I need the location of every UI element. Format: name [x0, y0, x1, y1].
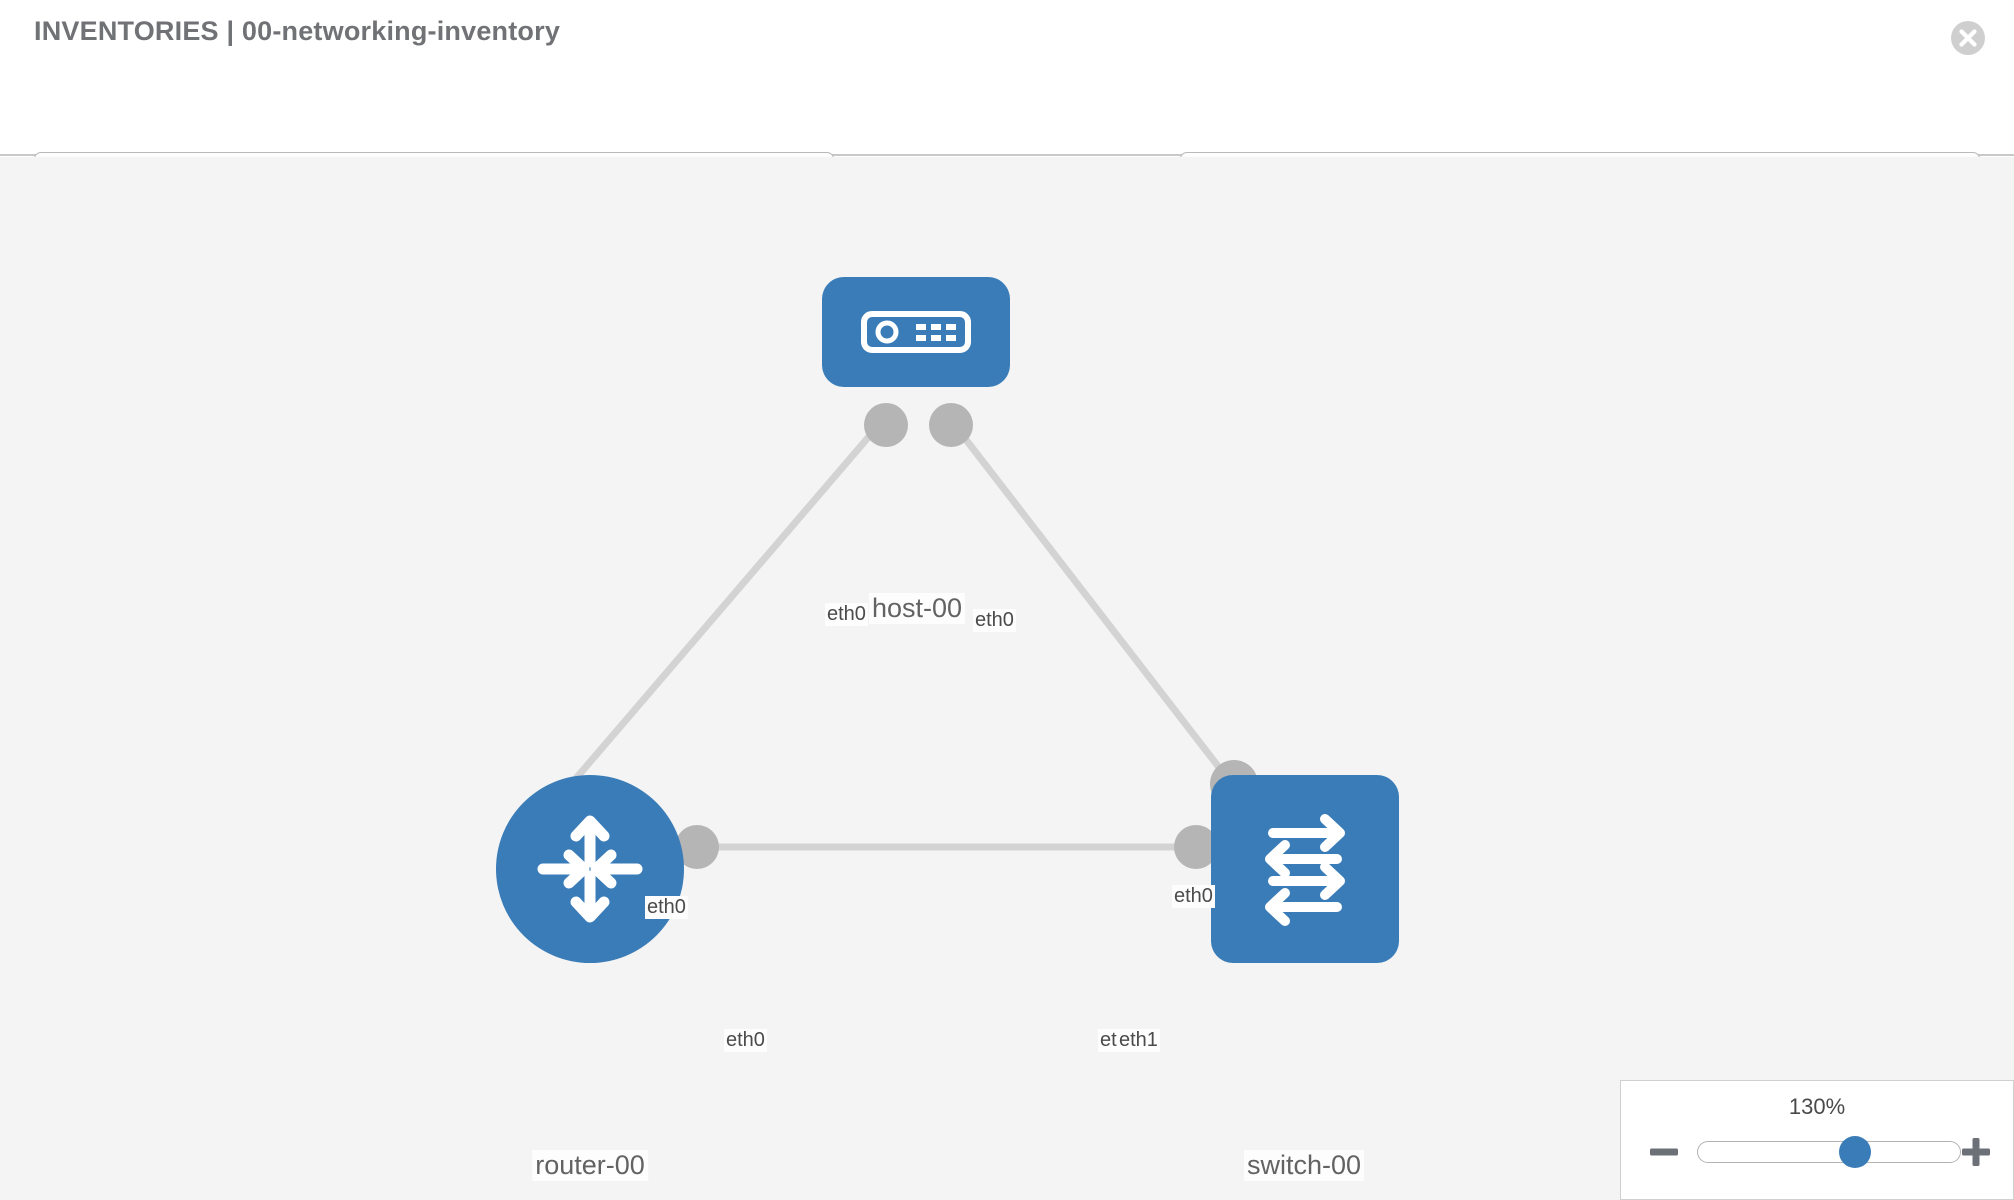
page-title: INVENTORIES | 00-networking-inventory: [34, 16, 561, 46]
toolbar: ACTIONS SEARCH: [0, 68, 2014, 208]
server-icon: [861, 311, 971, 353]
zoom-slider-thumb[interactable]: [1839, 1136, 1872, 1168]
page-header: INVENTORIES | 00-networking-inventory: [0, 0, 2014, 68]
node-host-00[interactable]: [822, 277, 1010, 387]
zoom-control-panel: 130%: [1620, 1080, 2014, 1200]
node-switch-00[interactable]: [1211, 775, 1399, 963]
port-nub[interactable]: [1174, 825, 1218, 869]
close-icon[interactable]: [1950, 20, 1986, 56]
zoom-slider[interactable]: [1697, 1136, 1961, 1168]
node-router-00[interactable]: [496, 775, 684, 963]
port-nub[interactable]: [864, 403, 908, 447]
edge-label-router-right: eth0: [724, 1029, 767, 1052]
zoom-level-label: 130%: [1788, 1094, 1846, 1119]
edge-label-switch-left-b: eth1: [1117, 1029, 1160, 1052]
edge-label-switch-up: eth0: [1172, 885, 1215, 908]
topology-canvas[interactable]: eth0 host-00 eth0 eth0 eth0 eth0 eth eth…: [0, 157, 2014, 1200]
zoom-in-button[interactable]: [1959, 1135, 1993, 1169]
zoom-out-button[interactable]: [1647, 1135, 1681, 1169]
node-label-switch-00: switch-00: [1243, 1150, 1365, 1181]
link-host-switch[interactable]: [947, 416, 1241, 795]
link-router-host[interactable]: [557, 416, 887, 800]
edge-label-host-right: eth0: [973, 609, 1016, 632]
edge-label-router-up: eth0: [645, 896, 688, 919]
port-nub[interactable]: [929, 403, 973, 447]
node-label-router-00: router-00: [532, 1150, 648, 1181]
switch-arrows-icon: [1265, 814, 1345, 926]
node-label-host-00: host-00: [868, 593, 966, 624]
router-arrows-icon: [537, 815, 643, 923]
port-nub[interactable]: [675, 825, 719, 869]
edge-label-host-left: eth0: [825, 603, 868, 626]
